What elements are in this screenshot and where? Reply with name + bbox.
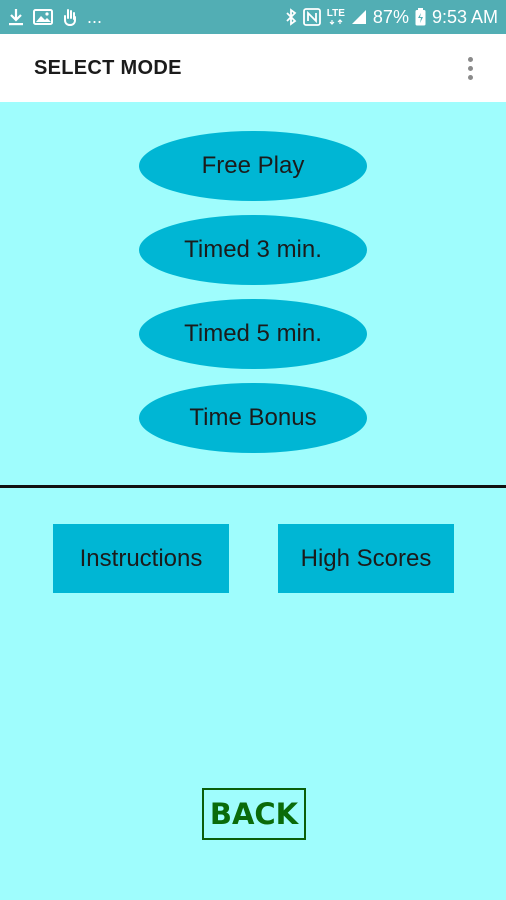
status-bar: ... LTE 87% 9:53 AM xyxy=(0,0,506,34)
timed-5-min-button[interactable]: Timed 5 min. xyxy=(139,299,367,369)
status-ellipsis: ... xyxy=(87,6,103,27)
battery-percent: 87% xyxy=(372,6,409,27)
mode-selection-area: Free Play Timed 3 min. Timed 5 min. Time… xyxy=(0,102,506,486)
menu-dot xyxy=(467,74,473,80)
download-icon xyxy=(8,8,24,26)
menu-dot xyxy=(467,65,473,71)
lte-icon: LTE xyxy=(327,9,345,25)
back-button[interactable]: BACK xyxy=(202,788,306,840)
status-right-icons: LTE 87% 9:53 AM xyxy=(285,7,498,28)
menu-dot xyxy=(467,56,473,62)
status-left-icons: ... xyxy=(8,7,102,28)
signal-icon xyxy=(351,9,367,25)
instructions-button[interactable]: Instructions xyxy=(53,524,229,593)
timed-3-min-button[interactable]: Timed 3 min. xyxy=(139,215,367,285)
high-scores-button[interactable]: High Scores xyxy=(278,524,454,593)
bluetooth-icon xyxy=(285,8,297,26)
lte-label: LTE xyxy=(326,8,345,19)
time-bonus-button[interactable]: Time Bonus xyxy=(139,383,367,453)
app-bar: SELECT MODE xyxy=(0,34,506,102)
free-play-button[interactable]: Free Play xyxy=(139,131,367,201)
image-icon xyxy=(33,8,53,26)
section-divider xyxy=(0,485,506,488)
overflow-menu-icon[interactable] xyxy=(458,48,482,88)
status-time: 9:53 AM xyxy=(431,6,498,27)
hand-icon xyxy=(62,8,78,26)
battery-icon xyxy=(415,8,426,26)
page-title: SELECT MODE xyxy=(34,56,182,79)
nfc-icon xyxy=(302,8,321,26)
